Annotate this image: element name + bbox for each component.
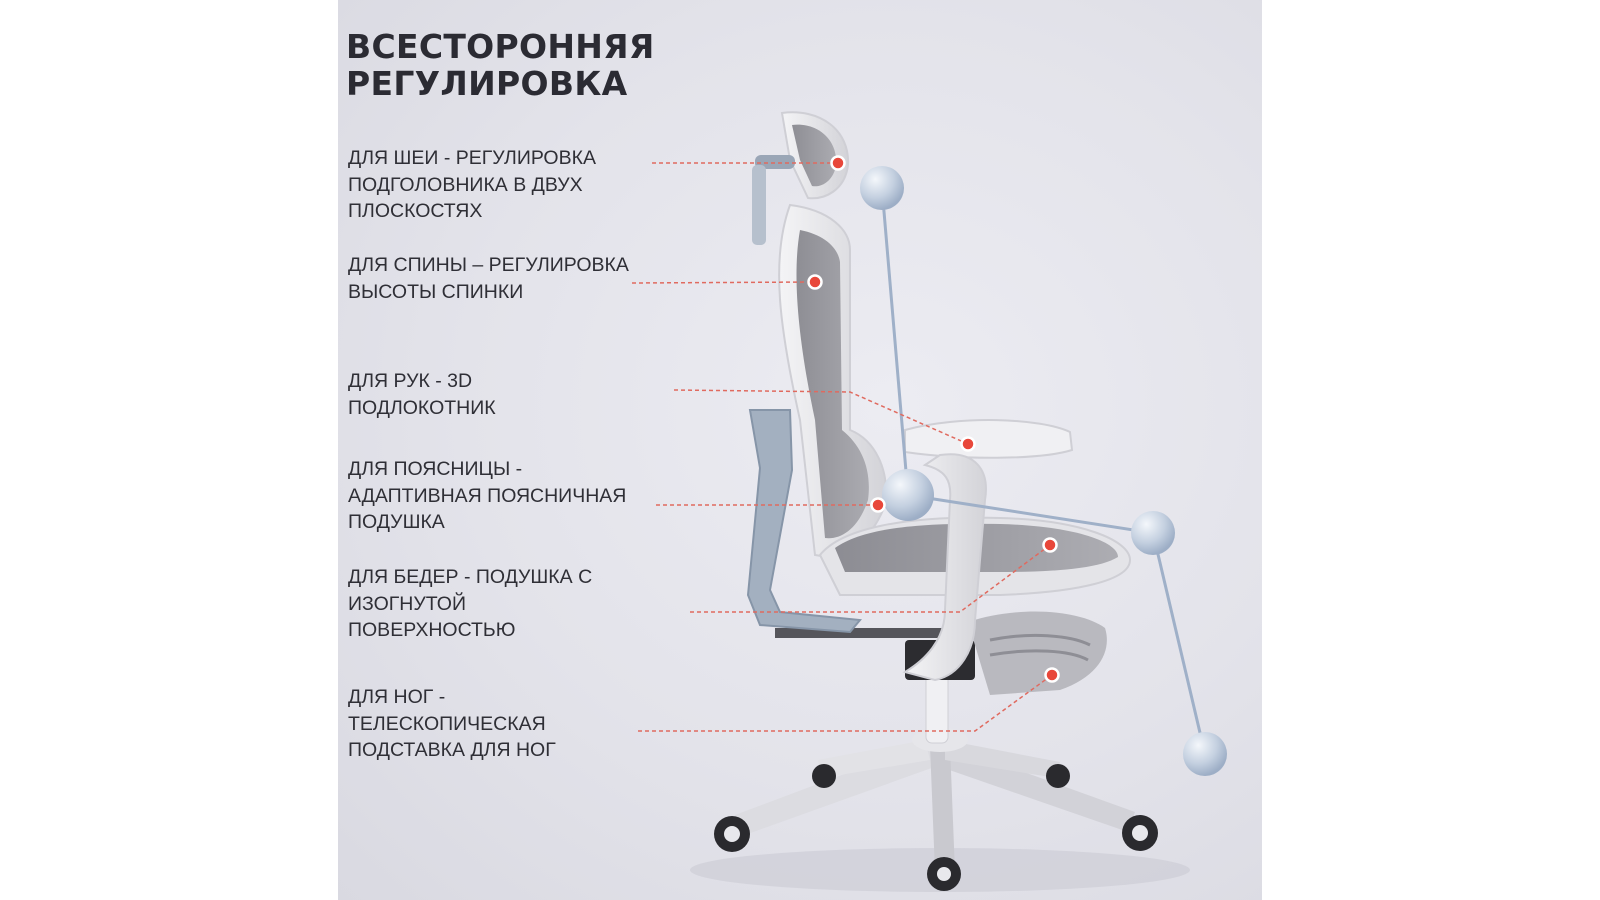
feature-arms: ДЛЯ РУК - 3D ПОДЛОКОТНИК (348, 370, 496, 419)
dot-armrest (960, 436, 976, 452)
leader-lines (631, 162, 1053, 732)
chair-base (735, 728, 1135, 872)
posture-skeleton (880, 187, 1207, 755)
casters (714, 764, 1158, 891)
headrest (752, 111, 850, 245)
rear-frame (746, 409, 862, 634)
dot-footrest (1044, 667, 1060, 683)
feature-neck: ДЛЯ ШЕИ - РЕГУЛИРОВКА ПОДГОЛОВНИКА В ДВУ… (348, 147, 596, 222)
feature-hips: ДЛЯ БЕДЕР - ПОДУШКА С ИЗОГНУТОЙ ПОВЕРХНО… (348, 566, 593, 641)
headline: ВСЕСТОРОННЯЯ РЕГУЛИРОВКА (346, 27, 655, 103)
dot-seat (1042, 537, 1058, 553)
backrest-mesh (796, 230, 869, 539)
armrest (902, 419, 1074, 682)
dot-backrest (807, 274, 823, 290)
joint-balls (860, 166, 1227, 776)
feature-legs: ДЛЯ НОГ - ТЕЛЕСКОПИЧЕСКАЯ ПОДСТАВКА ДЛЯ … (348, 686, 556, 761)
dot-headrest (830, 155, 846, 171)
adjustment-dots (807, 155, 1060, 683)
feature-lumbar: ДЛЯ ПОЯСНИЦЫ - АДАПТИВНАЯ ПОЯСНИЧНАЯ ПОД… (348, 458, 627, 533)
feature-back: ДЛЯ СПИНЫ – РЕГУЛИРОВКА ВЫСОТЫ СПИНКИ (348, 254, 629, 303)
dot-lumbar (870, 497, 886, 513)
